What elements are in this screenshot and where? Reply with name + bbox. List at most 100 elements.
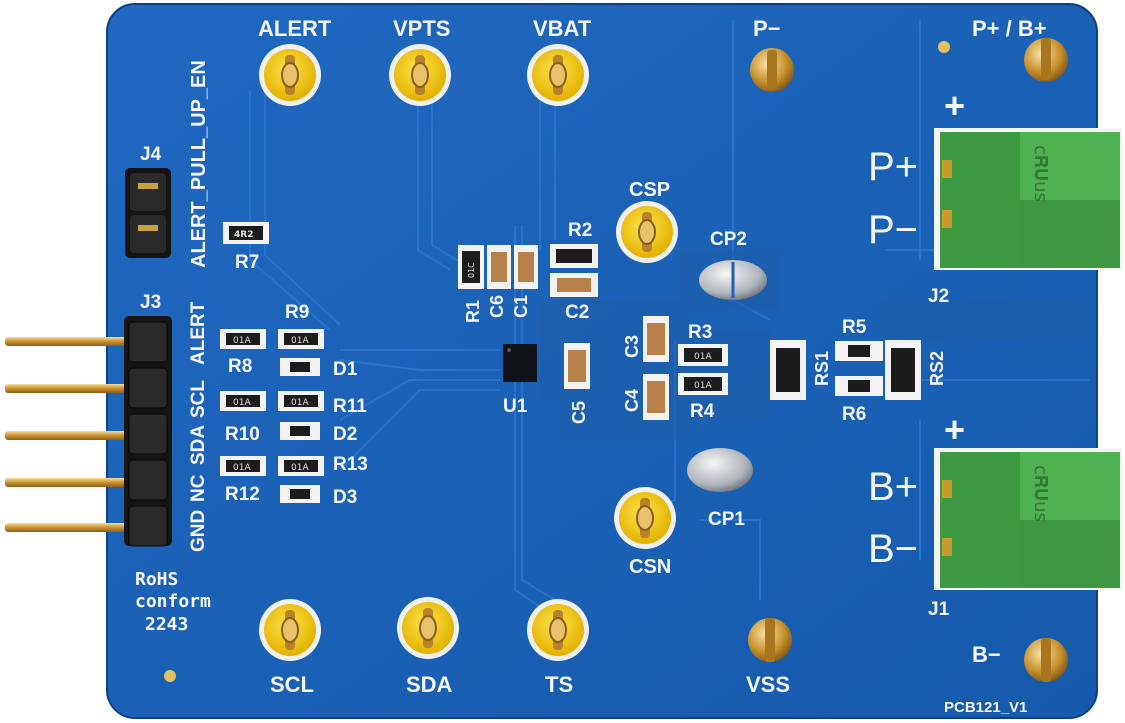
r1-marking: 01C (467, 262, 476, 278)
testpoint-vbat[interactable] (527, 44, 589, 106)
j1-ul-mark: c𝐑𝐔us (1030, 465, 1051, 522)
r12-resistor: 01A (220, 456, 266, 476)
r4-label: R4 (690, 401, 715, 422)
c4-capacitor (643, 374, 669, 420)
pcb-id-label: PCB121_V1 (944, 699, 1027, 716)
r2-resistor (550, 244, 598, 268)
testpoint-scl[interactable] (259, 599, 321, 661)
j3-pin-gnd-label: GND (188, 510, 209, 552)
cp1-pad[interactable] (687, 448, 753, 492)
j2-ul-mark: c𝐑𝐔us (1030, 145, 1051, 202)
r8-resistor: 01A (220, 329, 266, 349)
cp2-pad[interactable] (699, 260, 767, 300)
c6-label: C6 (487, 295, 507, 318)
testpoint-csp-label: CSP (629, 179, 670, 201)
j3-pin-alert-label: ALERT (188, 301, 209, 365)
r5-resistor (835, 341, 883, 361)
testpoint-p-plus-b-plus-label: P+ / B+ (972, 16, 1047, 41)
d3-diode (280, 485, 320, 503)
r3-resistor: 01A (678, 344, 728, 366)
testpoint-ts[interactable] (527, 599, 589, 661)
cp1-label: CP1 (708, 509, 745, 530)
c4-label: C4 (622, 389, 642, 412)
testpoint-b-minus-label: B− (972, 642, 1001, 667)
testpoint-csp[interactable] (616, 201, 678, 263)
r13-marking: 01A (291, 463, 309, 473)
testpoint-ts-label: TS (545, 672, 573, 697)
testpoint-vpts[interactable] (389, 44, 451, 106)
r9-resistor: 01A (278, 329, 324, 349)
r4-marking: 01A (694, 381, 712, 391)
j4-function-label: ALERT_PULL_UP_EN (188, 60, 210, 268)
c3-label: C3 (622, 335, 642, 358)
testpoint-p-minus-label: P− (753, 16, 781, 41)
testpoint-vbat-label: VBAT (533, 16, 592, 41)
testpoint-alert[interactable] (259, 44, 321, 106)
rohs-line-3: 2243 (145, 614, 188, 635)
j3-pin-labels: ALERT SCL SDA NC GND (188, 301, 209, 552)
testpoint-vss[interactable] (748, 618, 792, 662)
r4-resistor: 01A (678, 373, 728, 395)
testpoint-sda[interactable] (397, 597, 459, 659)
r12-label: R12 (225, 484, 260, 505)
r5-label: R5 (842, 317, 867, 338)
testpoint-scl-label: SCL (270, 672, 314, 697)
j1-plus-label: + (944, 409, 965, 450)
j3-header[interactable] (5, 316, 172, 547)
j2-plus-label: + (944, 85, 965, 126)
r6-resistor (835, 376, 883, 396)
r7-resistor: 4R2 (223, 222, 269, 244)
r6-label: R6 (842, 404, 866, 425)
j3-pin-sda-label: SDA (188, 425, 209, 465)
c2-label: C2 (565, 302, 589, 323)
j4-label: J4 (140, 144, 162, 165)
testpoint-csn-label: CSN (629, 556, 671, 578)
cp2-label: CP2 (710, 229, 747, 250)
rs1-label: RS1 (812, 351, 832, 386)
c6-capacitor (487, 245, 511, 289)
j4-jumper[interactable] (125, 168, 171, 258)
j3-label: J3 (140, 292, 161, 313)
r8-marking: 01A (233, 336, 251, 346)
c3-capacitor (643, 316, 669, 362)
fiducial-dot (938, 41, 950, 53)
r13-label: R13 (333, 454, 368, 475)
j1-label: J1 (928, 599, 950, 620)
testpoint-vpts-label: VPTS (393, 16, 450, 41)
r13-resistor: 01A (278, 456, 324, 476)
testpoint-p-plus-b-plus[interactable] (1024, 38, 1068, 82)
r3-marking: 01A (694, 352, 712, 362)
testpoint-vss-label: VSS (746, 672, 790, 697)
r9-label: R9 (285, 302, 309, 323)
r1-resistor: 01C (458, 245, 484, 289)
c2-capacitor (550, 273, 598, 297)
r3-label: R3 (688, 322, 712, 343)
r11-label: R11 (333, 396, 367, 417)
d2-diode (280, 422, 320, 440)
r1-label: R1 (463, 300, 483, 323)
j3-pin-nc-label: NC (188, 474, 209, 502)
r8-label: R8 (228, 356, 252, 377)
c5-label: C5 (569, 401, 589, 424)
d1-diode (280, 358, 320, 376)
j2-p-minus-label: P− (868, 208, 918, 252)
rs2-label: RS2 (927, 351, 947, 386)
j3-pin-scl-label: SCL (188, 380, 209, 418)
testpoint-p-minus[interactable] (750, 48, 794, 92)
d2-label: D2 (333, 424, 357, 445)
r7-marking: 4R2 (234, 230, 253, 240)
testpoint-csn[interactable] (614, 487, 676, 549)
r10-resistor: 01A (220, 391, 266, 411)
testpoint-b-minus[interactable] (1024, 638, 1068, 682)
j1-b-minus-label: B− (868, 527, 918, 571)
r11-marking: 01A (291, 398, 309, 408)
testpoint-alert-label: ALERT (258, 16, 332, 41)
testpoint-sda-label: SDA (406, 672, 453, 697)
rs1-resistor (770, 340, 806, 400)
j3-pins (5, 337, 140, 532)
rohs-line-2: conform (135, 591, 211, 612)
j1-terminal-block[interactable]: c𝐑𝐔us (934, 448, 1122, 590)
c5-capacitor (564, 343, 590, 389)
j2-terminal-block[interactable]: c𝐑𝐔us (934, 128, 1122, 270)
fiducial-dot (164, 670, 176, 682)
